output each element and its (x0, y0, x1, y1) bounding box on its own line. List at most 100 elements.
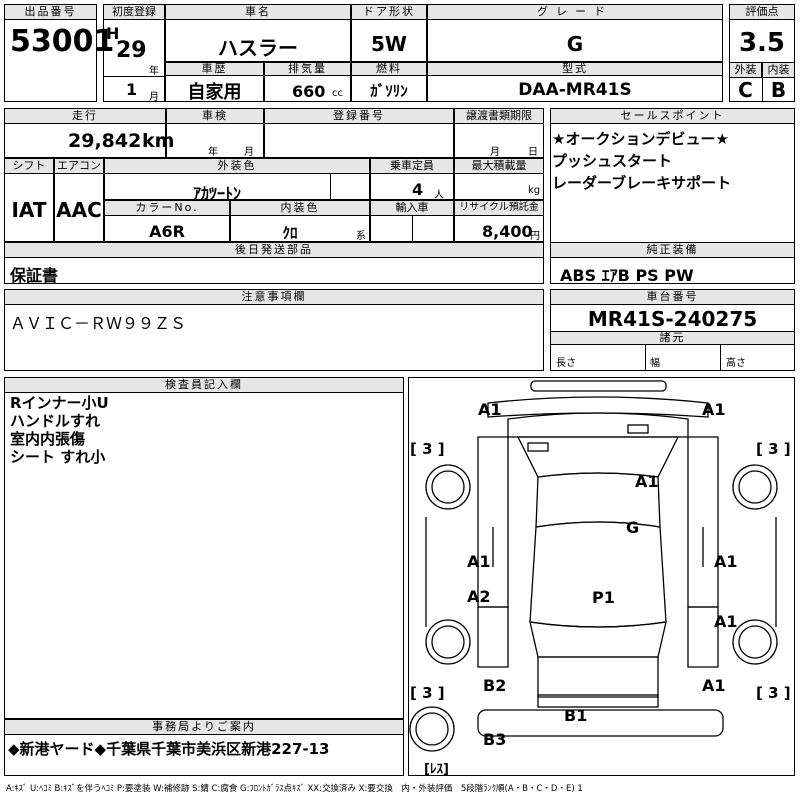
int-color: ｸﾛ (282, 224, 298, 242)
inspector-note: ハンドルすれ (10, 412, 101, 430)
chassis-header: 車台番号 (550, 289, 795, 305)
reg-no-header: 登録番号 (264, 108, 454, 124)
capacity-header: 乗車定員 (370, 158, 454, 174)
tire-score: [ 3 ] (410, 684, 445, 702)
inspector-note: Rインナー小U (10, 394, 109, 412)
damage-mark: B2 (483, 676, 507, 695)
kg-unit: kg (528, 185, 541, 196)
history-header: 車歴 (165, 62, 264, 76)
ext-color-header: 外装色 (104, 158, 370, 174)
kei-unit: 系 (356, 231, 366, 242)
notes-header: 注意事項欄 (4, 289, 544, 305)
reg-month: 1 (126, 80, 138, 99)
grade: G (566, 32, 584, 56)
reg-year: 29 (116, 38, 147, 63)
sales-point-item: レーダーブレーキサポート (552, 174, 732, 192)
later-parts: 保証書 (10, 266, 59, 285)
vehicle-history: 自家用 (187, 82, 242, 103)
inspector-notes: Rインナー小U ハンドルすれ 室内内張傷 シート すれ小 (10, 394, 109, 466)
model-header: 型式 (427, 62, 723, 76)
ext-color: ｱｶﾂｰﾄﾝ (192, 184, 241, 203)
mileage-header: 走行 (4, 108, 166, 124)
damage-mark: A1 (714, 552, 738, 571)
height-label: 高さ (726, 358, 746, 369)
lot-number: 53001 (10, 24, 115, 59)
spare-tire: [ﾚｽ] (424, 762, 449, 777)
damage-mark: A1 (714, 612, 738, 631)
legend: A:ｷｽﾞ U:ﾍｺﾐ B:ｷｽﾞを伴うﾍｺﾐ P:要塗装 W:補修跡 S:錆 … (6, 784, 583, 794)
aircon: AAC (56, 198, 102, 222)
length-label: 長さ (556, 358, 576, 369)
ext-score: C (738, 78, 753, 102)
door-header: ドア形状 (351, 4, 427, 20)
displacement-header: 排気量 (264, 62, 351, 76)
office-header: 事務局よりご案内 (4, 719, 404, 735)
inspector-header: 検査員記入欄 (4, 377, 404, 393)
sales-point-item: ★オークションデビュー★ (552, 130, 729, 148)
era-prefix: H (106, 24, 120, 43)
recycle-header: リサイクル預託金 (454, 200, 544, 216)
damage-mark: G (626, 518, 640, 537)
yen-unit: 円 (530, 231, 540, 242)
damage-diagram-box (408, 377, 795, 776)
damage-mark: A1 (478, 400, 502, 419)
capacity: 4 (412, 180, 424, 199)
sales-point-item: プッシュスタート (552, 152, 673, 170)
max-load-header: 最大積載量 (454, 158, 544, 174)
tire-score: [ 3 ] (410, 440, 445, 458)
year-unit: 年 (149, 66, 159, 77)
score-header: 評価点 (729, 4, 795, 20)
fuel-type: ｶﾞｿﾘﾝ (370, 82, 408, 100)
transfer-month-unit: 月 (490, 147, 500, 158)
color-no-header: カラーNo. (104, 200, 230, 216)
int-color-header: 内装色 (230, 200, 370, 216)
persons-unit: 人 (434, 190, 444, 201)
shift: IAT (11, 198, 47, 222)
ext-header: 外装 (729, 62, 762, 78)
sales-point-header: セールスポイント (550, 108, 795, 124)
car-name: ハスラー (218, 36, 298, 60)
sales-points-list: ★オークションデビュー★ プッシュスタート レーダーブレーキサポート (552, 130, 731, 192)
car-name-header: 車名 (165, 4, 351, 20)
damage-mark: A2 (467, 587, 491, 606)
tire-score: [ 3 ] (756, 684, 791, 702)
later-parts-header: 後日発送部品 (4, 242, 544, 258)
first-reg-header: 初度登録 (103, 4, 165, 20)
transfer-day-unit: 日 (528, 147, 538, 158)
grade-header: グレード (427, 4, 723, 20)
dims-header: 諸元 (550, 331, 795, 345)
chassis-number: MR41S-240275 (587, 307, 758, 331)
inspection-month-unit: 月 (244, 147, 254, 158)
damage-mark: A1 (702, 676, 726, 695)
int-header: 内装 (762, 62, 795, 78)
transfer-header: 譲渡書類期限 (454, 108, 544, 124)
overall-score: 3.5 (738, 28, 786, 58)
damage-mark: B3 (483, 730, 507, 749)
door-type: 5W (371, 32, 407, 56)
model-code: DAA-MR41S (518, 80, 632, 100)
damage-mark: A1 (702, 400, 726, 419)
mileage: 29,842 (68, 130, 142, 152)
damage-mark: A1 (467, 552, 491, 571)
damage-mark: A1 (635, 472, 659, 491)
import-header: 輸入車 (370, 200, 454, 216)
recycle-fee: 8,400 (482, 222, 533, 241)
inspector-note: シート すれ小 (10, 448, 106, 466)
office-notice: ◆新港ヤード◆千葉県千葉市美浜区新港227-13 (8, 740, 330, 758)
car-damage-diagram (409, 380, 778, 752)
cc-unit: cc (332, 88, 343, 99)
fuel-header: 燃料 (351, 62, 427, 76)
color-no: A6R (149, 222, 185, 241)
int-score: B (770, 78, 787, 102)
genuine-equipment: ABS ｴｱB PS PW (560, 266, 694, 285)
aircon-header: エアコン (54, 158, 104, 174)
inspector-note: 室内内張傷 (10, 430, 86, 448)
tire-score: [ 3 ] (756, 440, 791, 458)
shift-header: シフト (4, 158, 54, 174)
lot-number-header: 出品番号 (4, 4, 97, 20)
genuine-header: 純正装備 (550, 242, 795, 258)
month-unit: 月 (149, 92, 159, 103)
inspection-year-unit: 年 (208, 147, 218, 158)
damage-mark: B1 (564, 706, 588, 725)
notes: ＡＶＩＣ－ＲＷ９９ＺＳ (10, 314, 187, 333)
